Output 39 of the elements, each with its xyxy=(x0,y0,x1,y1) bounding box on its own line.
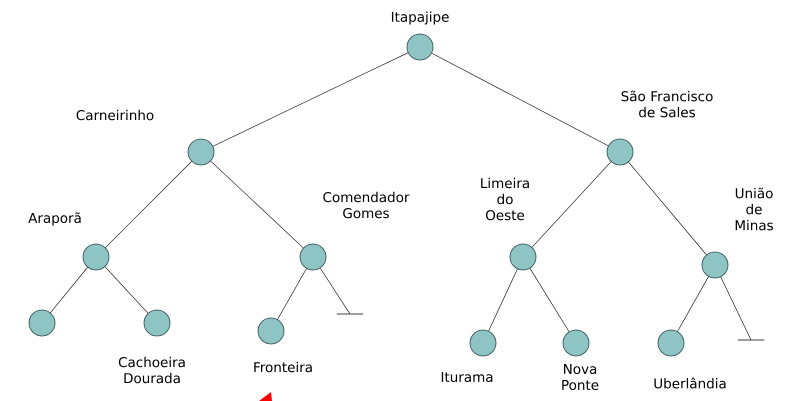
node-label: Cachoeira Dourada xyxy=(118,356,185,384)
tree-node: Iturama xyxy=(442,330,496,382)
tree-edge xyxy=(210,160,304,248)
tree-node: Fronteira xyxy=(254,318,312,372)
tree-edge xyxy=(105,161,192,248)
node-label: Comendador Gomes xyxy=(323,192,410,218)
tree-edge xyxy=(488,268,518,332)
tree-node: Araporã xyxy=(28,212,110,270)
empty-node xyxy=(28,310,56,336)
tree-node: União de Minas xyxy=(702,188,773,278)
tree-edge xyxy=(50,267,88,313)
tree-edge xyxy=(104,266,148,314)
node-label: Araporã xyxy=(28,212,81,226)
tree-node: Itapajipe xyxy=(392,11,449,60)
tree-node: Cachoeira Dourada xyxy=(118,310,185,384)
tree-edge xyxy=(628,162,707,256)
node-label: Carneirinho xyxy=(76,110,154,120)
tree-edge xyxy=(530,268,570,332)
node-label: União de Minas xyxy=(736,188,773,230)
tree-edge xyxy=(212,52,408,147)
tree-node: São Francisco de Sales xyxy=(606,90,713,166)
node-label: Fronteira xyxy=(254,362,312,372)
tree-node: Limeira do Oeste xyxy=(481,178,536,270)
tree-edge xyxy=(320,268,350,314)
node-label: Uberlândia xyxy=(654,378,726,388)
tree-node: Nova Ponte xyxy=(562,330,598,390)
node-label: São Francisco de Sales xyxy=(622,90,713,118)
node-label: Iturama xyxy=(442,372,492,382)
tree-node: Carneirinho xyxy=(76,110,214,166)
tree-edge xyxy=(277,268,307,320)
tree-node: Uberlândia xyxy=(654,330,726,388)
tree-node: Comendador Gomes xyxy=(300,192,410,270)
node-label: Itapajipe xyxy=(392,11,449,25)
tree-edge xyxy=(720,276,752,340)
node-label: Limeira do Oeste xyxy=(481,178,529,220)
node-label: Nova Ponte xyxy=(562,364,598,390)
tree-edge xyxy=(532,162,612,248)
tree-edge xyxy=(432,52,608,146)
tree-edge xyxy=(677,276,709,332)
